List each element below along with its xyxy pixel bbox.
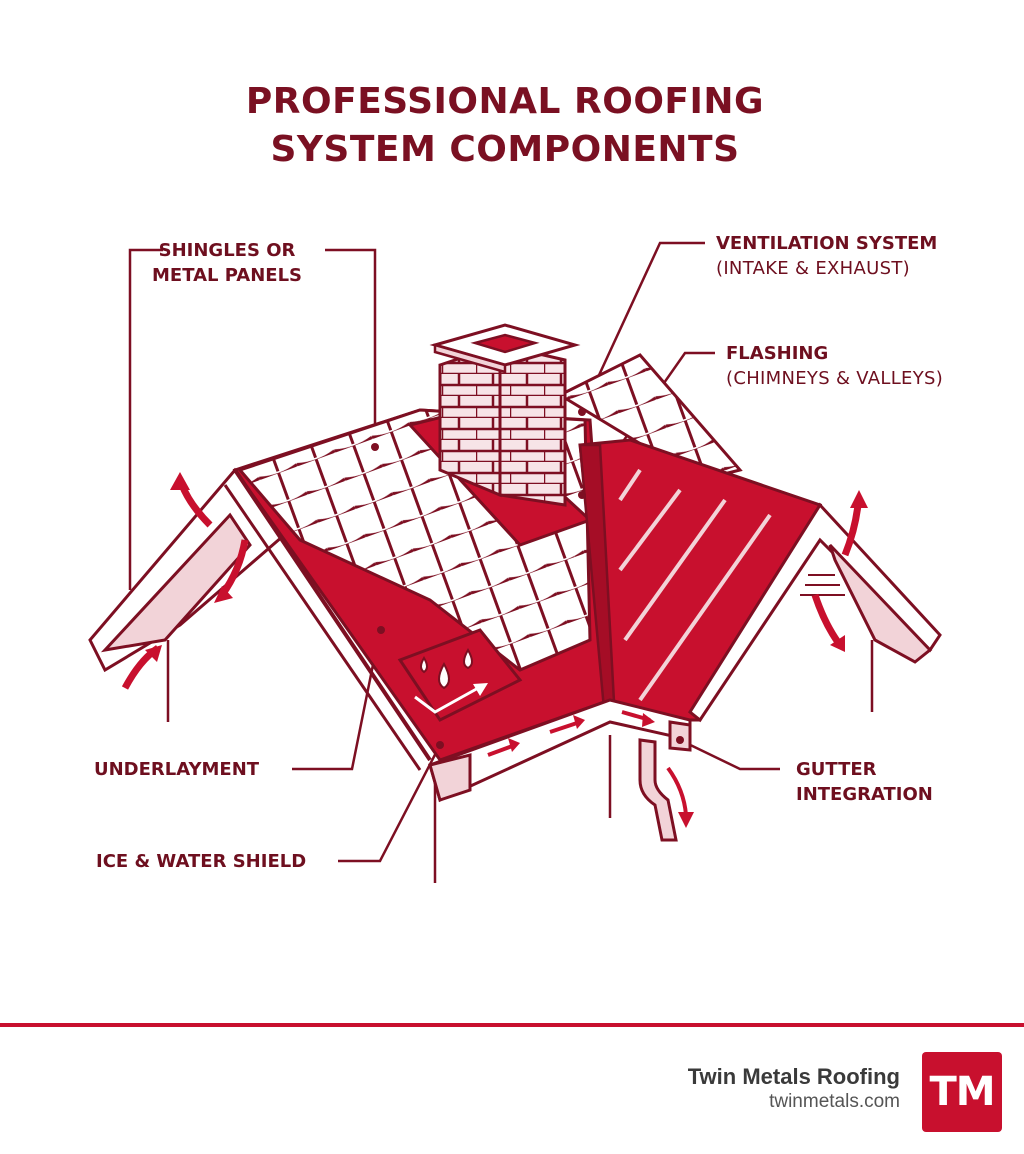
water-drops-icon bbox=[420, 647, 473, 690]
title-line-1: PROFESSIONAL ROOFING bbox=[245, 81, 765, 122]
label-gutter: GUTTER INTEGRATION bbox=[796, 759, 933, 805]
title-line-2: SYSTEM COMPONENTS bbox=[270, 129, 740, 170]
roof-diagram bbox=[88, 241, 942, 883]
tm-logo-icon: TM bbox=[922, 1052, 1002, 1132]
label-underlayment: UNDERLAYMENT bbox=[94, 759, 260, 780]
airflow-arrowheads bbox=[145, 472, 868, 662]
flow-arrow-icon bbox=[487, 710, 694, 828]
company-url: twinmetals.com bbox=[769, 1091, 900, 1112]
label-flashing: FLASHING (CHIMNEYS & VALLEYS) bbox=[726, 343, 944, 389]
brand-block: Twin Metals Roofing twinmetals.com bbox=[688, 1064, 900, 1114]
label-ventilation: VENTILATION SYSTEM (INTAKE & EXHAUST) bbox=[716, 233, 938, 279]
label-ice-water-shield: ICE & WATER SHIELD bbox=[96, 851, 307, 872]
footer-divider bbox=[0, 1023, 1024, 1027]
company-name: Twin Metals Roofing bbox=[687, 1064, 900, 1089]
page-title: PROFESSIONAL ROOFING SYSTEM COMPONENTS bbox=[0, 78, 1010, 174]
label-shingles: SHINGLES OR METAL PANELS bbox=[152, 240, 303, 286]
